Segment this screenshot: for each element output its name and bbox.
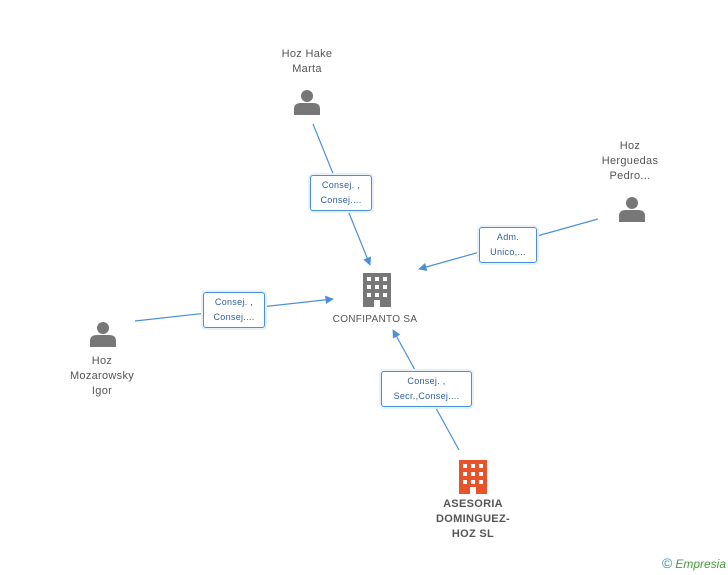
edge-role-line: Unico,... — [490, 247, 526, 257]
empresia-watermark: ©Empresia — [662, 555, 726, 571]
brand-name: Empresia — [675, 557, 726, 571]
edge-role-line: Consej. , — [214, 297, 254, 307]
person-name-line: Hoz Hake — [281, 48, 333, 60]
edge-role-line: Consej. , — [321, 180, 361, 190]
person-name-line: Pedro... — [609, 170, 651, 182]
copyright-icon: © — [661, 555, 673, 571]
person-icon[interactable] — [294, 90, 320, 115]
company-name-line: DOMINGUEZ- — [436, 513, 510, 525]
company-name-line: HOZ SL — [451, 528, 495, 540]
building-icon-highlight[interactable] — [459, 460, 487, 494]
edge-role-line: Secr.,Consej.... — [393, 391, 460, 401]
edge-label-asesoria[interactable]: Consej. , Secr.,Consej.... — [381, 371, 472, 407]
edge-label-mozarowsky[interactable]: Consej. , Consej.... — [203, 292, 265, 328]
person-icon[interactable] — [90, 322, 116, 347]
person-label-hoz-herguedas[interactable]: Hoz Herguedas Pedro... — [584, 139, 676, 184]
edge-role-line: Consej.... — [320, 195, 362, 205]
building-icon[interactable] — [363, 273, 391, 307]
person-name-line: Herguedas — [601, 155, 659, 167]
edge-role-line: Adm. — [496, 232, 520, 242]
person-label-hoz-hake[interactable]: Hoz Hake Marta — [262, 47, 352, 77]
person-name-line: Hoz — [91, 355, 113, 367]
edge-label-hake[interactable]: Consej. , Consej.... — [310, 175, 372, 211]
company-name: CONFIPANTO SA — [332, 314, 418, 325]
company-label-asesoria[interactable]: ASESORIA DOMINGUEZ- HOZ SL — [418, 497, 528, 542]
person-name-line: Hoz — [619, 140, 641, 152]
person-name-line: Igor — [91, 385, 113, 397]
edge-label-herguedas[interactable]: Adm. Unico,... — [479, 227, 537, 263]
person-label-hoz-mozarowsky[interactable]: Hoz Mozarowsky Igor — [53, 354, 151, 399]
company-name-line: ASESORIA — [443, 498, 503, 510]
edge-role-line: Consej. , — [407, 376, 446, 386]
company-label-confipanto[interactable]: CONFIPANTO SA — [320, 312, 430, 327]
edge-role-line: Consej.... — [213, 312, 255, 322]
person-name-line: Mozarowsky — [69, 370, 135, 382]
person-name-line: Marta — [292, 63, 322, 75]
person-icon[interactable] — [619, 197, 645, 222]
